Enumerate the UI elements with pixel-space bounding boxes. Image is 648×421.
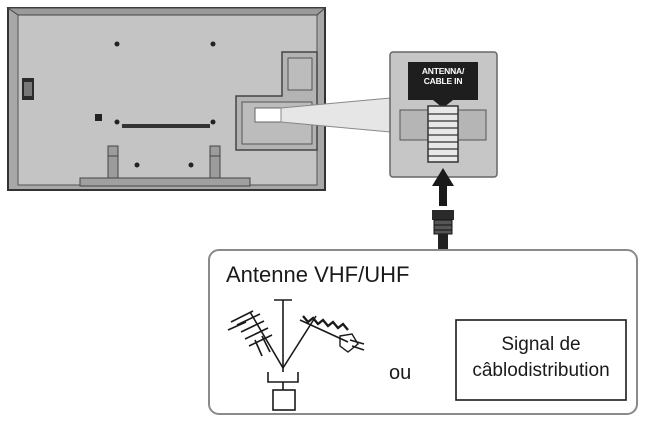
tv-antenna-port-highlight (254, 107, 282, 123)
antenna-combiner-box (272, 389, 296, 411)
cable-signal-label: Signal de câblodistribution (456, 318, 626, 398)
cable-signal-box (455, 319, 627, 401)
tv-back-panel (6, 7, 327, 191)
antenna-cable-in-label: ANTENNA/ CABLE IN (407, 66, 479, 86)
antenna-title: Antenne VHF/UHF (226, 262, 410, 287)
cable-signal-line1: Signal de (501, 334, 581, 355)
coax-plug-icon (432, 210, 454, 252)
port-label-line1: ANTENNA/ (421, 66, 465, 76)
cable-signal-line2: câblodistribution (472, 360, 610, 381)
up-arrow-icon (432, 168, 454, 206)
port-label-plate (408, 62, 478, 100)
coax-connector-icon (427, 105, 459, 163)
port-label-line2: CABLE IN (423, 76, 463, 86)
or-label: ou (389, 362, 412, 384)
antenna-icon (227, 299, 365, 390)
